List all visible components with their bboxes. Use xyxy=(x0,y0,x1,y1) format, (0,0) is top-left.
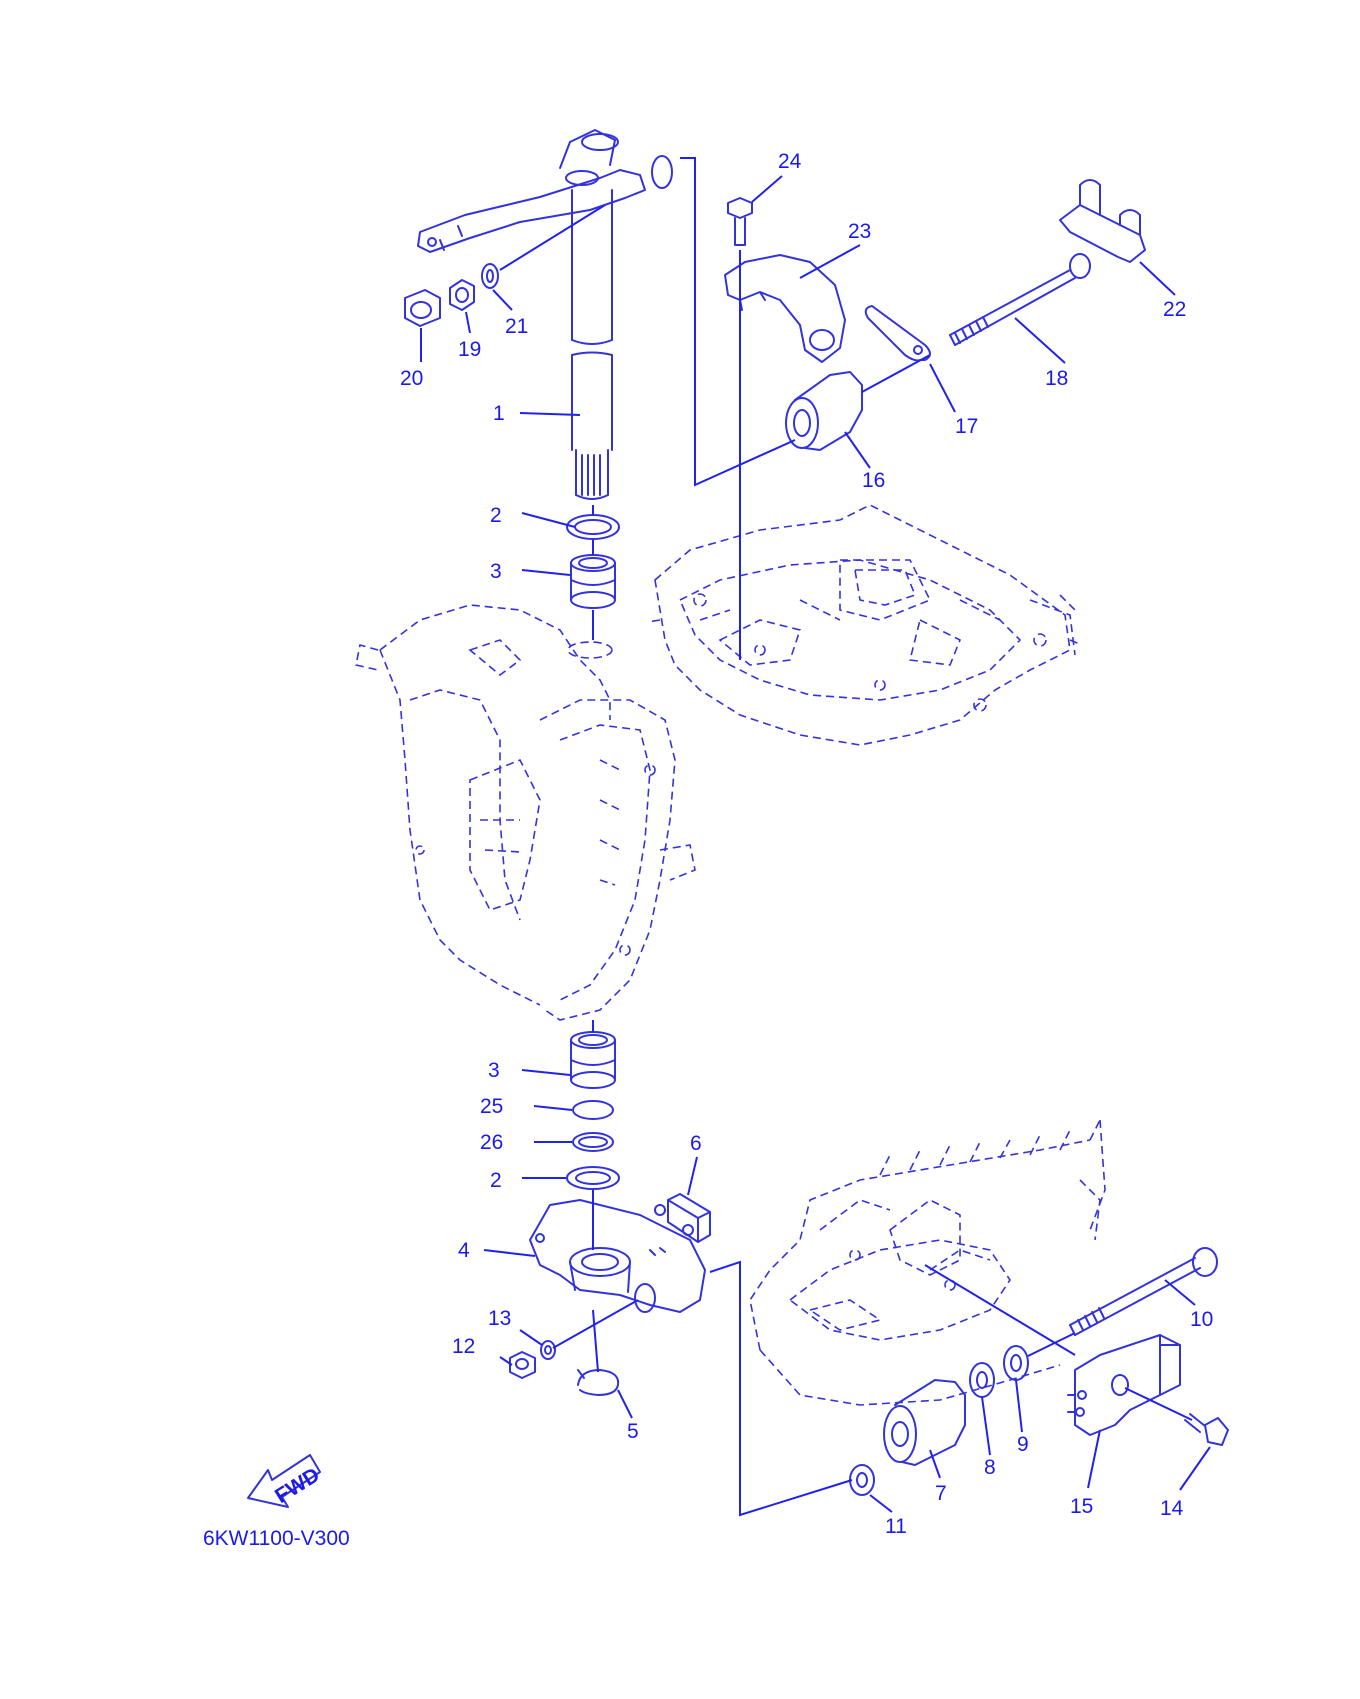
bushing-3-lower xyxy=(570,1031,616,1089)
washer-13 xyxy=(540,1340,556,1360)
callout-22: 22 xyxy=(1163,298,1186,321)
lower-mount-housing-4 xyxy=(529,1199,706,1313)
o-ring-26 xyxy=(572,1132,614,1152)
callout-21: 21 xyxy=(505,315,528,338)
upper-mount-damper-16 xyxy=(785,371,863,451)
callout-23: 23 xyxy=(848,220,871,243)
callout-1: 1 xyxy=(493,402,505,425)
washer-9 xyxy=(1003,1345,1029,1381)
leader-lines xyxy=(420,175,1211,1513)
lower-mount-bracket-15 xyxy=(1067,1334,1181,1436)
fwd-label: FWD xyxy=(271,1463,324,1508)
callout-14: 14 xyxy=(1160,1497,1184,1520)
callout-8: 8 xyxy=(984,1456,996,1479)
callout-15: 15 xyxy=(1070,1495,1093,1518)
callout-labels: 1 2 3 3 25 26 2 4 5 6 7 8 9 10 11 12 13 … xyxy=(400,150,1213,1538)
steering-arm xyxy=(417,129,673,253)
callout-2-upper: 2 xyxy=(490,504,502,527)
bushing-3-upper xyxy=(570,554,616,609)
callout-13: 13 xyxy=(488,1307,511,1330)
circlip-5 xyxy=(577,1369,620,1396)
o-ring-25 xyxy=(572,1100,614,1120)
bolt-18 xyxy=(949,253,1091,346)
engine-base-phantom xyxy=(647,504,1083,746)
callout-18: 18 xyxy=(1045,367,1068,390)
callout-26: 26 xyxy=(480,1131,503,1154)
fwd-direction-arrow: FWD xyxy=(247,1454,324,1508)
callout-16: 16 xyxy=(862,469,885,492)
callout-2-lower: 2 xyxy=(490,1169,502,1192)
washer-2-lower xyxy=(566,1166,620,1190)
washer-21 xyxy=(481,263,499,289)
washer-8 xyxy=(969,1362,995,1398)
callout-6: 6 xyxy=(690,1132,702,1155)
callout-12: 12 xyxy=(452,1335,475,1358)
callout-11: 11 xyxy=(885,1515,907,1538)
callout-7: 7 xyxy=(935,1482,947,1505)
lower-casing-phantom xyxy=(749,1119,1106,1406)
callout-5: 5 xyxy=(627,1420,639,1443)
stopper-22 xyxy=(1059,179,1146,263)
nut-20 xyxy=(404,289,441,327)
washer-11 xyxy=(849,1464,875,1496)
bolt-24 xyxy=(727,197,753,246)
nut-19 xyxy=(449,279,475,311)
bolt-14 xyxy=(1184,1413,1229,1446)
callout-9: 9 xyxy=(1017,1433,1029,1456)
callout-20: 20 xyxy=(400,367,423,390)
callout-24: 24 xyxy=(778,150,802,173)
swivel-clamp-bracket-phantom xyxy=(355,604,696,1021)
steering-shaft xyxy=(571,189,613,500)
callout-4: 4 xyxy=(458,1239,470,1262)
callout-25: 25 xyxy=(480,1095,503,1118)
lower-mount-damper-7 xyxy=(883,1379,966,1466)
nut-12 xyxy=(509,1351,536,1379)
callout-3-lower: 3 xyxy=(488,1059,500,1082)
callout-17: 17 xyxy=(955,415,978,438)
upper-mount-cover-23 xyxy=(724,254,846,363)
callout-19: 19 xyxy=(458,338,481,361)
stopper-6 xyxy=(654,1193,711,1243)
drawing-code: 6KW1100-V300 xyxy=(203,1527,350,1550)
callout-3-upper: 3 xyxy=(490,560,502,583)
callout-10: 10 xyxy=(1190,1308,1213,1331)
plate-17 xyxy=(864,305,931,362)
assembly-lines xyxy=(499,157,1193,1517)
